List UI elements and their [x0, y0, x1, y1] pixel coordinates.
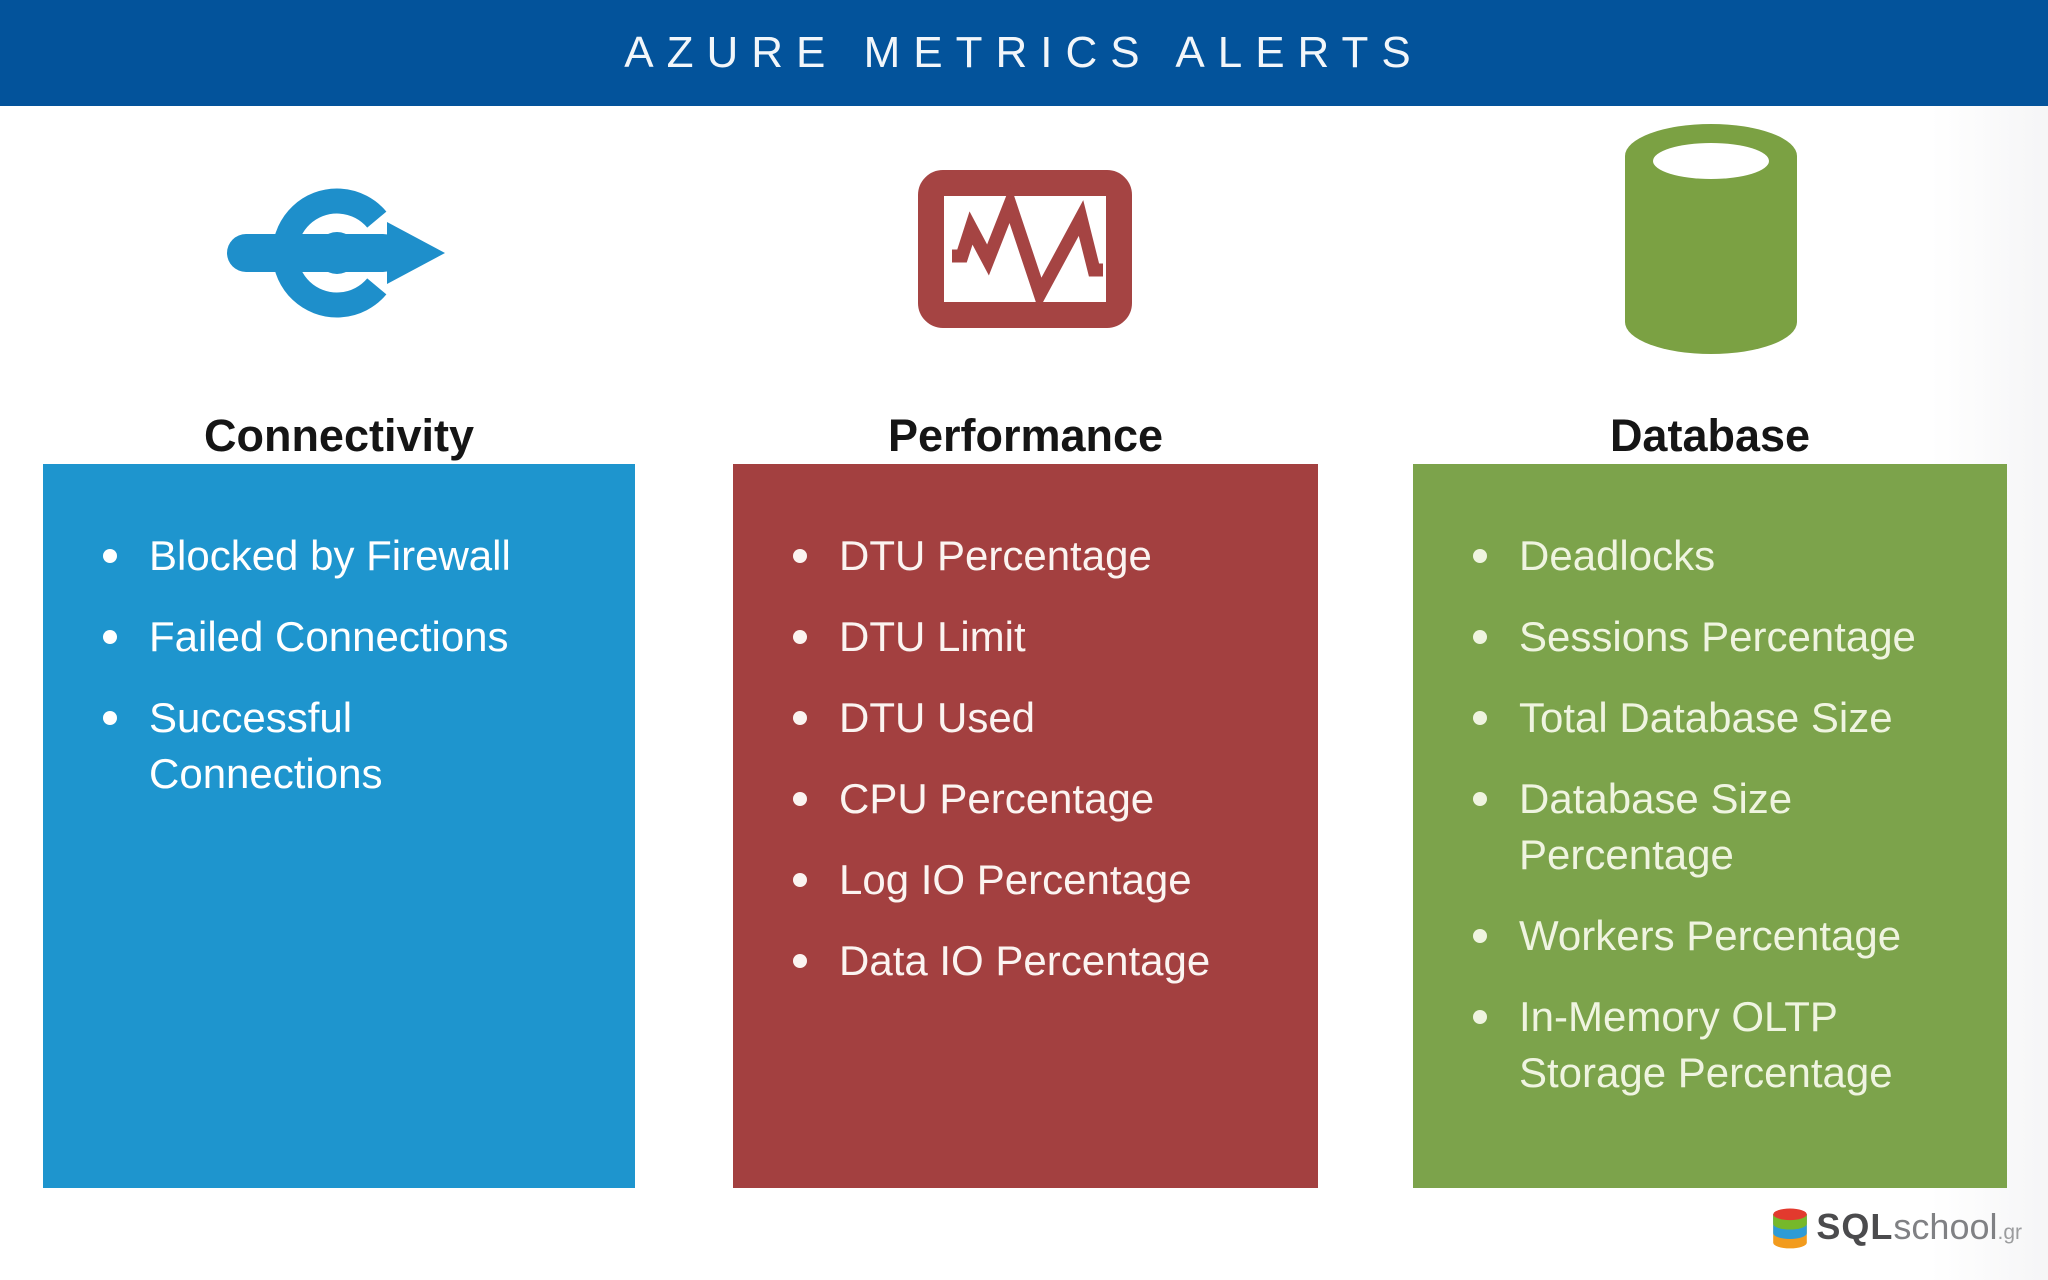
metric-list-item: DTU Used [791, 690, 1288, 746]
metric-list-item: DTU Limit [791, 609, 1288, 665]
metric-list-item: Blocked by Firewall [101, 528, 549, 584]
logo-text-school: school [1893, 1206, 1998, 1247]
database-cylinder-icon [1625, 124, 1797, 361]
page-title: AZURE METRICS ALERTS [624, 28, 1424, 77]
column-title-connectivity: Connectivity [203, 410, 475, 462]
metric-list-item: Total Database Size [1471, 690, 1924, 746]
metric-list-item: Sessions Percentage [1471, 609, 1924, 665]
metric-list-item: Log IO Percentage [791, 852, 1288, 908]
sqlschool-cylinder-icon [1772, 1208, 1808, 1255]
column-title-database: Database [1609, 410, 1811, 462]
metric-list-item: Deadlocks [1471, 528, 1924, 584]
connectivity-arrow-icon [227, 180, 447, 331]
metric-list-item: In-Memory OLTP Storage Percentage [1471, 989, 1924, 1101]
column-title-performance: Performance [887, 410, 1164, 462]
metric-list-item: DTU Percentage [791, 528, 1288, 584]
metric-list-item: Database Size Percentage [1471, 771, 1924, 883]
metric-list-item: Failed Connections [101, 609, 549, 665]
metric-list-item: CPU Percentage [791, 771, 1288, 827]
metric-list-item: Workers Percentage [1471, 908, 1924, 964]
logo-text-tld: .gr [1997, 1221, 2022, 1244]
metric-list-item: Data IO Percentage [791, 933, 1288, 989]
logo-text-sql: SQL [1816, 1206, 1894, 1247]
title-bar: AZURE METRICS ALERTS [0, 0, 2048, 106]
performance-monitor-icon [918, 170, 1132, 333]
metric-list-item: Successful Connections [101, 690, 549, 802]
